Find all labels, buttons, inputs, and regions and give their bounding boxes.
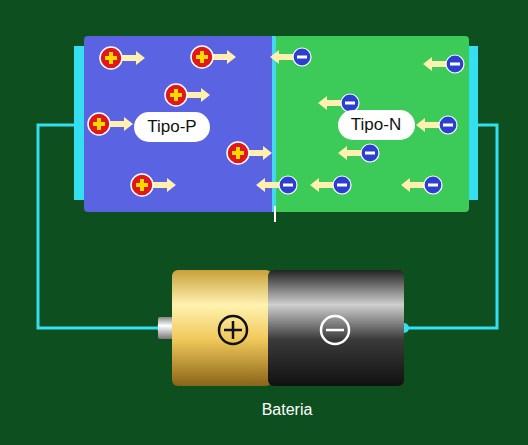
electron bbox=[446, 55, 464, 73]
hole bbox=[88, 113, 110, 135]
hole-sign bbox=[174, 89, 178, 101]
electron-sign bbox=[345, 102, 355, 105]
electron bbox=[439, 116, 457, 134]
p-region bbox=[84, 36, 276, 212]
type-label-pill: Tipo-N bbox=[338, 110, 415, 140]
battery-body bbox=[172, 270, 272, 386]
flow-arrow bbox=[107, 117, 133, 131]
flow-arrow bbox=[310, 178, 336, 192]
hole bbox=[227, 142, 249, 164]
electron bbox=[293, 48, 311, 66]
plus-symbol bbox=[219, 316, 247, 344]
flow-arrow bbox=[184, 88, 210, 102]
electron bbox=[333, 176, 351, 194]
electron-sign bbox=[450, 63, 460, 66]
electron-sign bbox=[283, 184, 293, 187]
flow-arrow bbox=[416, 118, 442, 132]
hole bbox=[100, 47, 122, 69]
hole-sign bbox=[236, 147, 240, 159]
battery-body bbox=[268, 270, 404, 386]
flow-arrow bbox=[423, 57, 449, 71]
flow-arrow bbox=[270, 50, 296, 64]
flow-arrow bbox=[256, 178, 282, 192]
electron bbox=[424, 176, 442, 194]
electron-sign bbox=[443, 124, 453, 127]
electron bbox=[279, 176, 297, 194]
n-region bbox=[274, 36, 469, 212]
hole bbox=[131, 174, 153, 196]
flow-arrow bbox=[338, 146, 364, 160]
hole bbox=[165, 84, 187, 106]
electron-sign bbox=[297, 56, 307, 59]
hole-sign bbox=[97, 118, 101, 130]
hole-sign bbox=[109, 52, 113, 64]
junction-tick bbox=[274, 206, 276, 222]
hole bbox=[191, 46, 213, 68]
flow-arrow bbox=[210, 50, 236, 64]
electron-sign bbox=[337, 184, 347, 187]
type-label: Tipo-N bbox=[351, 115, 401, 135]
type-label-pill: Tipo-P bbox=[134, 112, 210, 142]
flow-arrow bbox=[401, 178, 427, 192]
flow-arrow bbox=[150, 178, 176, 192]
electron bbox=[361, 144, 379, 162]
electron-sign bbox=[365, 152, 375, 155]
battery-label: Bateria bbox=[262, 401, 313, 419]
type-label: Tipo-P bbox=[147, 117, 196, 137]
minus-symbol bbox=[321, 316, 349, 344]
hole-sign bbox=[140, 179, 144, 191]
electron-sign bbox=[428, 184, 438, 187]
battery-terminal bbox=[158, 317, 174, 339]
hole-sign bbox=[200, 51, 204, 63]
flow-arrow bbox=[119, 51, 145, 65]
flow-arrow bbox=[318, 96, 344, 110]
flow-arrow bbox=[246, 146, 272, 160]
